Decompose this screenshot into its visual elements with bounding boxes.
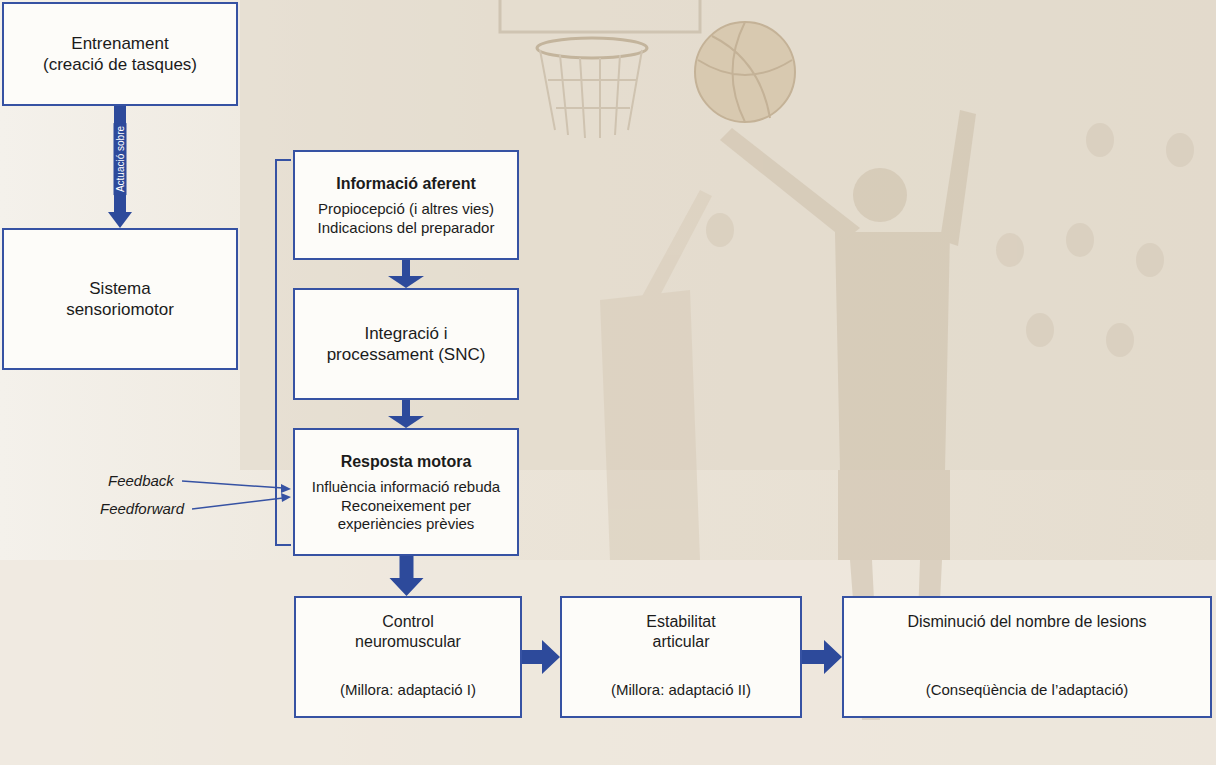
injury-reduction-box: Disminució del nombre de lesions (Conseqü… bbox=[842, 596, 1212, 718]
node-heading: Control neuromuscular bbox=[352, 612, 464, 652]
stands bbox=[240, 0, 1216, 470]
player-arm bbox=[640, 190, 712, 305]
signal-label: Feedback bbox=[108, 472, 174, 490]
node-heading: Estabilitat articular bbox=[641, 612, 721, 652]
spectator bbox=[1066, 223, 1094, 257]
ball-seams bbox=[698, 22, 792, 122]
flow-arrow bbox=[522, 640, 560, 674]
court-floor bbox=[0, 560, 1216, 765]
flow-arrow bbox=[108, 106, 132, 228]
node-heading: Informació aferent bbox=[336, 174, 476, 194]
player-arm bbox=[940, 110, 976, 246]
flow-arrow bbox=[388, 260, 424, 288]
player-torso bbox=[835, 232, 950, 470]
feedforward-arrowhead bbox=[281, 493, 291, 502]
processing-box: Integració i processament (SNC) bbox=[293, 288, 519, 400]
node-heading: Sistema sensoriomotor bbox=[61, 278, 180, 321]
afferent-info-box: Informació aferentPropiocepció (i altres… bbox=[293, 150, 519, 260]
neuromuscular-box: Control neuromuscular (Millora: adaptació… bbox=[294, 596, 522, 718]
node-body: (Conseqüència de l’adaptació) bbox=[926, 681, 1129, 700]
spectator bbox=[706, 213, 734, 247]
node-body: Propiocepció (i altres vies) Indicacions… bbox=[316, 200, 496, 238]
node-heading: Resposta motora bbox=[341, 452, 472, 472]
player-head bbox=[853, 168, 907, 222]
flow-arrow bbox=[388, 400, 424, 428]
spectator bbox=[1086, 123, 1114, 157]
player-arm bbox=[720, 128, 860, 240]
signal-label: Feedforward bbox=[100, 500, 184, 518]
spectator bbox=[1136, 243, 1164, 277]
feedback-arrowhead bbox=[281, 484, 291, 493]
spectator bbox=[996, 233, 1024, 267]
node-body: (Millora: adaptació II) bbox=[611, 681, 751, 700]
flow-arrow bbox=[802, 640, 842, 674]
motor-response-box: Resposta motoraInfluència informació reb… bbox=[293, 428, 519, 556]
player-torso bbox=[600, 290, 700, 560]
player-shorts bbox=[838, 470, 950, 560]
hoop bbox=[537, 38, 647, 58]
sensorimotor-box: Sistema sensoriomotor bbox=[2, 228, 238, 370]
node-heading: Entrenament (creació de tasques) bbox=[41, 33, 199, 76]
backboard bbox=[500, 0, 700, 32]
spectator bbox=[1106, 323, 1134, 357]
ball bbox=[695, 22, 795, 122]
second-player bbox=[600, 190, 712, 560]
feedback-leader bbox=[182, 481, 283, 488]
node-body: Influència informació rebuda Reconeixeme… bbox=[303, 478, 509, 534]
spectator bbox=[1026, 313, 1054, 347]
spectator bbox=[1166, 133, 1194, 167]
feedforward-leader bbox=[192, 498, 283, 509]
node-heading: Disminució del nombre de lesions bbox=[907, 612, 1146, 632]
joint-stability-box: Estabilitat articular (Millora: adaptació… bbox=[560, 596, 802, 718]
flow-arrow bbox=[390, 556, 424, 596]
training-box: Entrenament (creació de tasques) bbox=[2, 2, 238, 106]
net bbox=[540, 50, 642, 138]
node-heading: Integració i processament (SNC) bbox=[321, 323, 491, 366]
node-body: (Millora: adaptació I) bbox=[340, 681, 476, 700]
arrow-label: Actuació sobre bbox=[114, 123, 127, 195]
